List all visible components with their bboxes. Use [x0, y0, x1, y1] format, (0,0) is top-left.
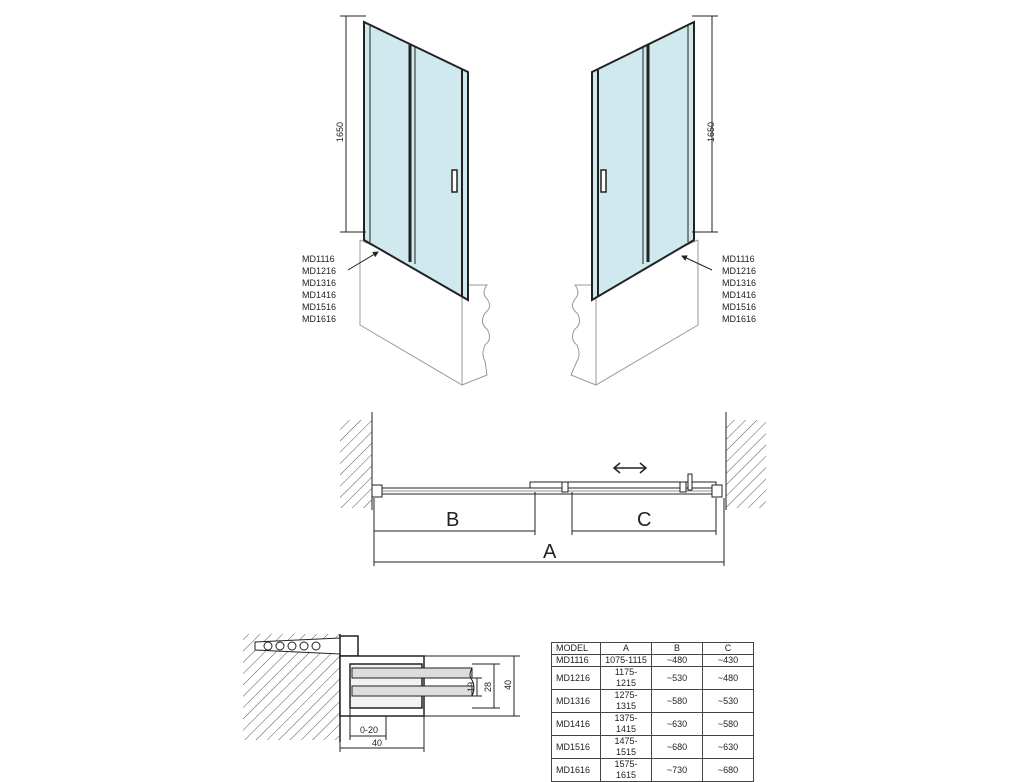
profile-detail: 40 28 19 0-20 40 — [243, 634, 520, 752]
left-height-dimension — [340, 15, 366, 233]
label-b: B — [446, 509, 459, 531]
cell-b: ~730 — [651, 758, 703, 782]
dim-40-horizontal: 40 — [372, 738, 382, 748]
cell-b: ~630 — [651, 712, 703, 736]
dimension-c — [571, 492, 717, 535]
cell-a: 1375-1415 — [600, 712, 652, 736]
right-model-6: MD1616 — [722, 314, 756, 324]
table-row: MD1516 1475-1515 ~680 ~630 — [551, 735, 754, 759]
cell-b: ~530 — [651, 666, 703, 690]
right-model-2: MD1216 — [722, 266, 756, 276]
left-model-list: MD1116 MD1216 MD1316 MD1416 MD1516 MD161… — [302, 254, 336, 324]
left-wall-hatch — [340, 412, 373, 510]
cell-model: MD1116 — [551, 654, 601, 667]
dim-28: 28 — [483, 682, 493, 692]
dimension-b — [373, 492, 536, 566]
cell-model: MD1516 — [551, 735, 601, 759]
right-model-4: MD1416 — [722, 290, 756, 300]
label-c: C — [637, 509, 651, 531]
cell-b: ~680 — [651, 735, 703, 759]
left-height-label: 1650 — [335, 122, 345, 142]
right-height-dimension — [692, 15, 718, 233]
double-arrow-icon — [612, 462, 648, 474]
profile-wall-hatch — [243, 634, 340, 740]
right-model-list: MD1116 MD1216 MD1316 MD1416 MD1516 MD161… — [722, 254, 756, 324]
right-elevation-view: 1650 MD1116 MD1216 MD1316 MD1416 MD1516 … — [570, 15, 756, 386]
cell-c: ~480 — [702, 666, 754, 690]
cell-c: ~530 — [702, 689, 754, 713]
right-door-handle-icon — [600, 169, 607, 193]
cell-c: ~630 — [702, 735, 754, 759]
dim-19: 19 — [466, 682, 476, 692]
right-door-frame — [591, 20, 695, 302]
table-row: MD1216 1175-1215 ~530 ~480 — [551, 666, 754, 690]
cell-a: 1075-1115 — [600, 654, 652, 667]
right-leader-arrow-icon — [681, 255, 713, 271]
plan-door-rails — [371, 473, 723, 498]
left-door-handle-icon — [451, 169, 458, 193]
left-model-5: MD1516 — [302, 302, 336, 312]
left-model-1: MD1116 — [302, 254, 335, 264]
table-row: MD1116 1075-1115 ~480 ~430 — [551, 654, 754, 667]
table-row: MD1616 1575-1615 ~730 ~680 — [551, 758, 754, 782]
left-model-2: MD1216 — [302, 266, 336, 276]
profile-vertical-dims — [424, 655, 520, 717]
right-model-3: MD1316 — [722, 278, 756, 288]
dim-0-20: 0-20 — [360, 725, 378, 735]
cell-b: ~480 — [651, 654, 703, 667]
cell-a: 1175-1215 — [600, 666, 652, 690]
cell-a: 1575-1615 — [600, 758, 652, 782]
dowel-anchor-icon — [254, 637, 341, 655]
header-b: B — [651, 642, 703, 655]
label-a: A — [543, 541, 557, 563]
table-row: MD1316 1275-1315 ~580 ~530 — [551, 689, 754, 713]
table-row: MD1416 1375-1415 ~630 ~580 — [551, 712, 754, 736]
spec-table: MODEL A B C MD1116 1075-1115 ~480 ~430 M… — [551, 642, 754, 782]
cell-a: 1475-1515 — [600, 735, 652, 759]
cell-b: ~580 — [651, 689, 703, 713]
table-header-row: MODEL A B C — [551, 642, 754, 655]
header-c: C — [702, 642, 754, 655]
dim-40-vertical: 40 — [503, 680, 513, 690]
dimension-a — [374, 498, 725, 566]
left-door-frame — [363, 20, 469, 302]
cell-c: ~680 — [702, 758, 754, 782]
cell-model: MD1416 — [551, 712, 601, 736]
left-model-3: MD1316 — [302, 278, 336, 288]
glass-panel — [351, 667, 475, 697]
right-model-1: MD1116 — [722, 254, 755, 264]
cell-c: ~580 — [702, 712, 754, 736]
cell-a: 1275-1315 — [600, 689, 652, 713]
cell-c: ~430 — [702, 654, 754, 667]
right-model-5: MD1516 — [722, 302, 756, 312]
left-model-6: MD1616 — [302, 314, 336, 324]
left-model-4: MD1416 — [302, 290, 336, 300]
header-model: MODEL — [551, 642, 601, 655]
cell-model: MD1216 — [551, 666, 601, 690]
left-leader-arrow-icon — [347, 251, 379, 271]
plan-view: B C A — [340, 412, 766, 566]
profile-horizontal-dims — [339, 708, 425, 752]
cell-model: MD1316 — [551, 689, 601, 713]
cell-model: MD1616 — [551, 758, 601, 782]
right-wall-hatch — [725, 412, 766, 510]
left-elevation-view: 1650 MD1116 MD1216 MD1316 MD1416 MD1516 … — [302, 15, 491, 386]
right-height-label: 1650 — [706, 122, 716, 142]
header-a: A — [600, 642, 652, 655]
